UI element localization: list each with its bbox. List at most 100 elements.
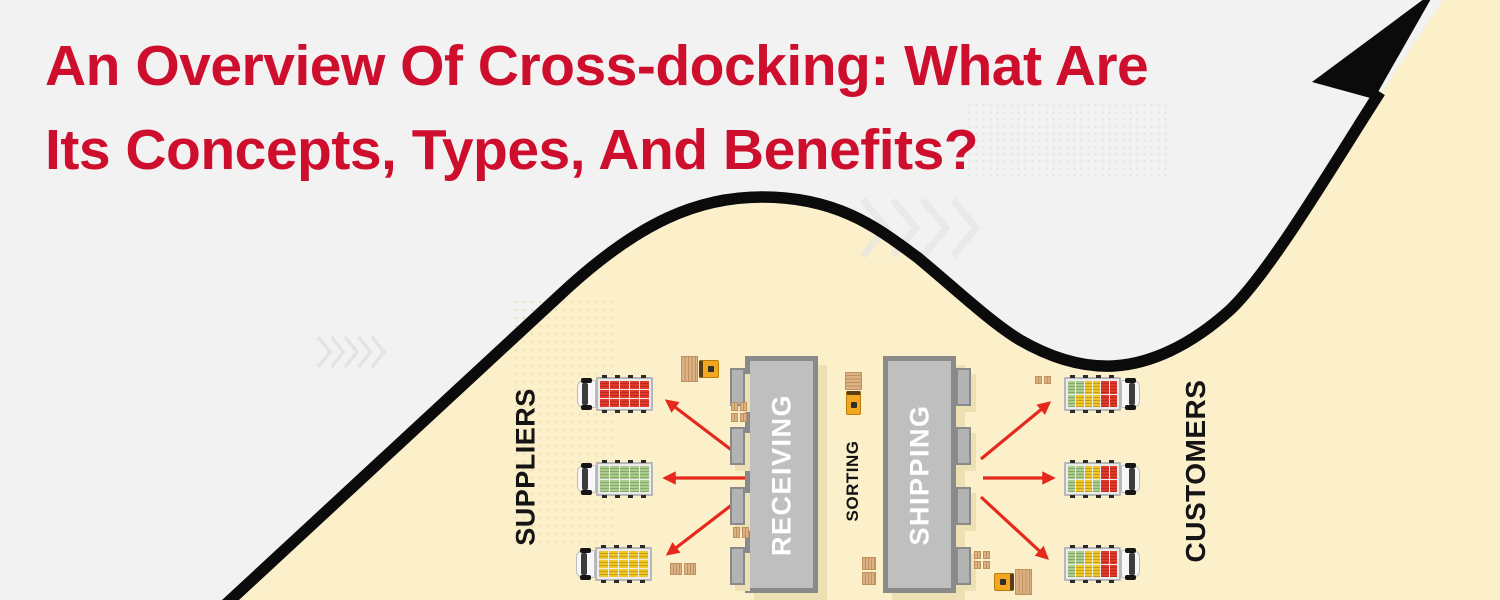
truck-cab-icon xyxy=(1121,463,1140,495)
cargo-grid xyxy=(1068,466,1117,492)
crate-icon xyxy=(740,402,747,411)
cargo-box xyxy=(629,560,638,568)
cargo-grid xyxy=(600,381,649,407)
cargo-box xyxy=(1101,479,1109,492)
windshield-icon xyxy=(1129,468,1135,490)
cargo-box xyxy=(600,381,609,389)
cargo-box xyxy=(599,560,608,568)
pallet-stack-icon xyxy=(974,551,990,569)
cargo-box xyxy=(1093,394,1101,407)
truck-supplier-red xyxy=(577,375,653,413)
cargo-box xyxy=(619,569,628,577)
cargo-box xyxy=(610,381,619,389)
truck-cab-icon xyxy=(576,548,595,580)
cargo-box xyxy=(629,569,638,577)
windshield-icon xyxy=(1129,383,1135,405)
receiving-dock: RECEIVING xyxy=(730,356,818,593)
cargo-box xyxy=(1068,564,1076,577)
cargo-box xyxy=(1109,551,1117,564)
cargo-box xyxy=(1093,551,1101,564)
truck-cab-icon xyxy=(577,378,596,410)
cargo-box xyxy=(640,390,649,398)
truck-trailer xyxy=(596,460,653,498)
dock-door xyxy=(956,487,971,525)
cargo-box xyxy=(1068,466,1076,479)
crate-icon xyxy=(733,527,740,538)
windshield-icon xyxy=(582,383,588,405)
truck-cab-icon xyxy=(577,463,596,495)
cargo-box xyxy=(1093,479,1101,492)
forklift-icon xyxy=(845,372,862,415)
cargo-box xyxy=(640,479,649,492)
cargo-box xyxy=(620,466,629,479)
cargo-box xyxy=(620,399,629,407)
cargo-box xyxy=(1076,466,1084,479)
crate-icon xyxy=(740,413,747,422)
crate-icon xyxy=(731,402,738,411)
cargo-box xyxy=(630,479,639,492)
cargo-box xyxy=(610,466,619,479)
forklift-body xyxy=(994,573,1014,591)
cargo-box xyxy=(610,390,619,398)
truck-customer-mixed xyxy=(1064,375,1140,413)
forklift-seat xyxy=(850,401,857,408)
cargo-box xyxy=(1084,551,1092,564)
dock-door xyxy=(956,368,971,406)
truck-trailer xyxy=(595,545,652,583)
cargo-box xyxy=(1109,564,1117,577)
pallet-stack-icon xyxy=(670,563,696,575)
cargo-box xyxy=(630,399,639,407)
cargo-box xyxy=(609,569,618,577)
forklift-seat xyxy=(999,579,1006,585)
pallet-stack-icon xyxy=(862,557,876,585)
crate-icon xyxy=(862,557,876,570)
cargo-box xyxy=(1068,381,1076,394)
page-title: An Overview Of Cross-docking: What Are I… xyxy=(45,24,1149,192)
truck-trailer xyxy=(1064,375,1121,413)
truck-customer-mixed xyxy=(1064,460,1140,498)
truck-cab-icon xyxy=(1121,548,1140,580)
sorting-label: SORTING xyxy=(843,440,862,522)
cargo-box xyxy=(1068,479,1076,492)
cargo-box xyxy=(1101,551,1109,564)
cargo-grid xyxy=(599,551,648,577)
receiving-dock-label: RECEIVING xyxy=(766,393,796,556)
windshield-icon xyxy=(1129,553,1135,575)
pallet-stack-icon xyxy=(1035,376,1051,384)
suppliers-label: SUPPLIERS xyxy=(510,388,541,546)
cargo-box xyxy=(1109,394,1117,407)
cargo-box xyxy=(640,399,649,407)
shipping-dock: SHIPPING xyxy=(883,356,971,593)
cargo-box xyxy=(1076,551,1084,564)
forklift-body xyxy=(699,360,719,378)
dock-door xyxy=(730,547,745,585)
cargo-box xyxy=(630,390,639,398)
forklift-icon xyxy=(994,569,1032,595)
cargo-box xyxy=(1109,479,1117,492)
cargo-grid xyxy=(1068,381,1117,407)
cargo-box xyxy=(1068,394,1076,407)
cargo-grid xyxy=(1068,551,1117,577)
pallet-icon xyxy=(681,356,698,382)
cargo-box xyxy=(639,551,648,559)
crate-icon xyxy=(1044,376,1051,384)
customers-label: CUSTOMERS xyxy=(1180,379,1211,563)
cargo-box xyxy=(630,466,639,479)
crate-icon xyxy=(983,561,990,569)
cargo-box xyxy=(1068,551,1076,564)
cargo-box xyxy=(1084,466,1092,479)
cargo-box xyxy=(1076,479,1084,492)
cargo-box xyxy=(1076,564,1084,577)
crate-icon xyxy=(974,551,981,559)
cargo-box xyxy=(1084,381,1092,394)
cargo-box xyxy=(609,551,618,559)
truck-trailer xyxy=(596,375,653,413)
dock-door xyxy=(956,427,971,465)
cargo-box xyxy=(1109,466,1117,479)
crate-icon xyxy=(684,563,696,575)
cargo-box xyxy=(610,399,619,407)
cargo-box xyxy=(1084,394,1092,407)
truck-cab-icon xyxy=(1121,378,1140,410)
cargo-box xyxy=(599,551,608,559)
cargo-box xyxy=(1076,394,1084,407)
